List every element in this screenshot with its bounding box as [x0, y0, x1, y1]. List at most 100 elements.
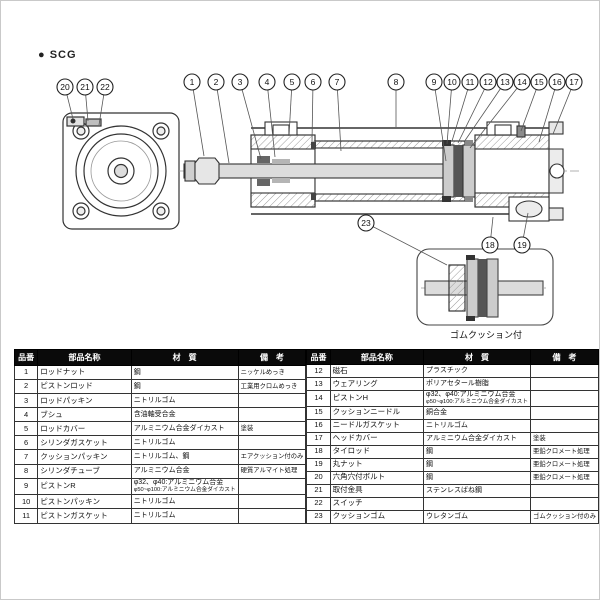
callout-number: 23	[361, 218, 371, 228]
table-header-row: 品番部品名称材 質備 考	[13, 348, 307, 367]
callout-number: 5	[290, 77, 295, 87]
part-no-cell: 8	[13, 463, 39, 479]
part-name-cell: ニードルガスケット	[329, 418, 425, 433]
part-no-cell: 20	[306, 470, 331, 485]
part-name-cell: 六角穴付ボルト	[329, 470, 425, 485]
part-material-cell: ニトリルゴム	[130, 494, 239, 510]
part-name-cell: 丸ナット	[329, 457, 425, 472]
part-no-cell: 5	[13, 421, 39, 437]
part-name-cell: クッションゴム	[329, 509, 425, 524]
callout-leader	[463, 81, 506, 143]
callout-number: 10	[447, 77, 457, 87]
part-material-cell: ウレタンゴム	[423, 509, 532, 524]
part-remark-cell	[237, 494, 307, 510]
part-remark-cell	[530, 405, 599, 420]
callout-leader	[451, 81, 471, 142]
part-material-cell: ニトリルゴム	[130, 393, 239, 409]
table-header-cell: 部品名称	[37, 348, 132, 367]
callout-circle	[530, 73, 548, 91]
callout-circle	[461, 73, 479, 91]
callout-circle	[304, 73, 322, 91]
part-name-cell: 磁石	[329, 364, 425, 378]
part-name-cell: ロッドパッキン	[37, 393, 132, 409]
part-material-cell: ポリアセタール樹脂	[423, 377, 532, 391]
part-no-cell: 21	[306, 483, 331, 498]
part-remark-cell	[530, 390, 599, 407]
callout-number: 19	[517, 240, 527, 250]
callout-circle	[387, 73, 405, 91]
callout-circle	[183, 73, 201, 91]
part-no-cell: 19	[306, 457, 331, 472]
callout-leader	[288, 81, 293, 137]
table-header-cell: 材 質	[130, 348, 239, 367]
callout-circle	[357, 214, 375, 232]
callout-number: 2	[214, 77, 219, 87]
part-name-cell: クッションパッキン	[37, 449, 132, 465]
callout-circle	[56, 78, 74, 96]
detail-caption: ゴムクッション付	[449, 330, 522, 340]
callout-circle	[96, 78, 114, 96]
callout-number: 17	[569, 77, 579, 87]
part-no-cell: 18	[306, 444, 331, 459]
part-material-cell: 鋼	[130, 365, 239, 381]
part-material-cell: 銅合金	[423, 405, 532, 420]
part-remark-cell: エアクッション付のみ	[237, 449, 307, 465]
part-remark-cell: 塗装	[237, 421, 307, 437]
part-no-cell: 16	[306, 418, 331, 433]
part-name-cell: ピストンロッド	[37, 379, 132, 395]
table-header-cell: 備 考	[237, 348, 307, 367]
part-material-cell: 鋼	[423, 444, 532, 459]
part-no-cell: 22	[306, 496, 331, 511]
part-remark-cell	[530, 377, 599, 391]
callout-number: 6	[311, 77, 316, 87]
callout-number: 14	[517, 77, 527, 87]
part-no-cell: 7	[13, 449, 39, 465]
callout-leader	[520, 81, 540, 132]
callout-number: 20	[60, 82, 70, 92]
callout-circle	[283, 73, 301, 91]
part-remark-cell: 亜鉛クロメート処理	[530, 470, 599, 485]
part-name-cell: ブシュ	[37, 407, 132, 423]
part-name-cell: ヘッドカバー	[329, 431, 425, 446]
part-material-cell: ニトリルゴム	[130, 435, 239, 451]
callout-circle	[548, 73, 566, 91]
callout-number: 16	[552, 77, 562, 87]
part-remark-cell	[237, 508, 307, 524]
part-remark-cell	[530, 418, 599, 433]
part-name-cell: ピストンH	[329, 390, 425, 407]
callout-number: 22	[100, 82, 110, 92]
part-remark-cell	[237, 393, 307, 409]
front-view	[62, 112, 180, 230]
callout-circle	[481, 236, 499, 254]
part-material-cell: ニトリルゴム	[130, 508, 239, 524]
part-material-cell: ニトリルゴム	[423, 418, 532, 433]
callout-number: 3	[238, 77, 243, 87]
part-material-cell: アルミニウム合金	[130, 463, 239, 479]
callout-circle	[328, 73, 346, 91]
callout-number: 9	[432, 77, 437, 87]
series-label: ● SCG	[38, 49, 77, 61]
callout-circle	[425, 73, 443, 91]
part-name-cell: ピストンR	[37, 477, 132, 496]
part-no-cell: 13	[306, 377, 331, 391]
part-name-cell: ピストンガスケット	[37, 508, 132, 524]
part-remark-cell	[237, 477, 307, 496]
part-name-cell: クッションニードル	[329, 405, 425, 420]
part-name-cell: ロッドナット	[37, 365, 132, 381]
callout-circle	[513, 73, 531, 91]
